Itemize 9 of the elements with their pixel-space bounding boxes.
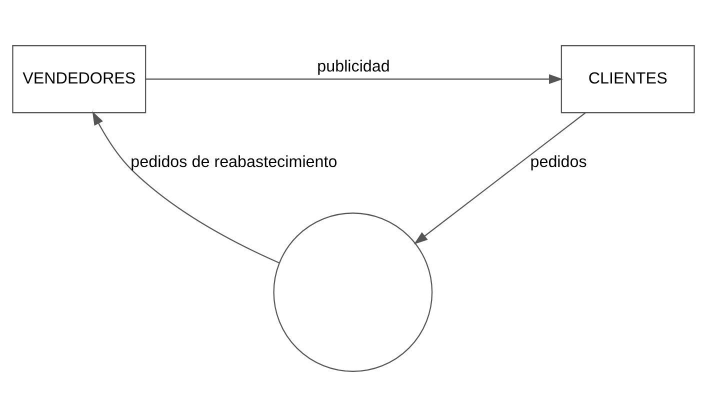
arrow [414, 112, 586, 244]
node-box: CLIENTES [560, 44, 695, 113]
arrow [92, 110, 280, 263]
arrow [146, 74, 563, 84]
edge-label: publicidad [317, 56, 390, 75]
node-circle [273, 212, 433, 372]
node-box: VENDEDORES [12, 44, 146, 113]
edge-label: pedidos [530, 152, 587, 171]
edge-label: pedidos de reabastecimiento [130, 152, 338, 171]
